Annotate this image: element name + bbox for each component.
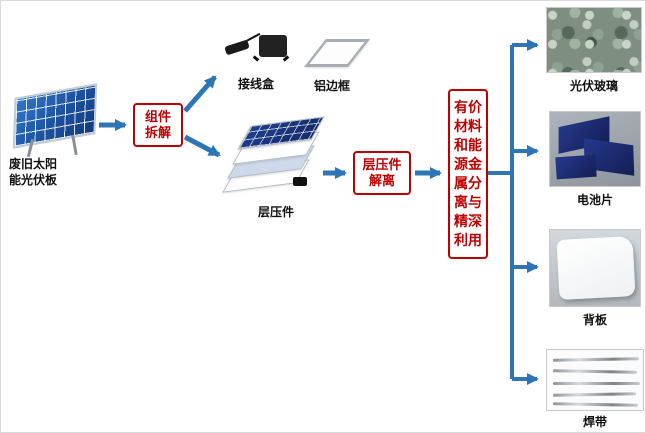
waste-panel-label: 废旧太阳 能光伏板 xyxy=(9,157,58,187)
cable-stub-icon xyxy=(252,55,260,62)
arrow-dismantle-to-junctionbox xyxy=(183,75,217,113)
connector-icon xyxy=(224,39,250,56)
laminate-image xyxy=(222,116,325,205)
separation-utilization-box: 有价材料和能源金属分离与精深利用 xyxy=(448,89,488,259)
cell-fragments-image xyxy=(549,111,641,187)
ribbon-strip xyxy=(552,369,638,374)
white-sheet xyxy=(556,236,636,300)
frame-outline-icon xyxy=(304,39,370,67)
solar-panel-face xyxy=(12,83,98,149)
module-dismantle-box: 组件 拆解 xyxy=(133,103,183,147)
ribbon-strip xyxy=(553,382,640,385)
panel-leg xyxy=(71,134,78,156)
waste-panel-image xyxy=(7,83,99,161)
junction-box-icon xyxy=(259,35,287,57)
ribbon-strip xyxy=(552,402,639,407)
ribbon-label: 焊带 xyxy=(582,415,607,429)
arrow-dismantle-to-laminate xyxy=(183,134,221,158)
laminate-label: 层压件 xyxy=(257,205,294,219)
aluminum-frame-image xyxy=(297,31,370,75)
laminate-junction-box-icon xyxy=(293,177,307,186)
ribbon-strip xyxy=(552,357,640,362)
cells-label: 电池片 xyxy=(576,193,613,207)
solder-ribbon-image xyxy=(546,349,644,411)
cell-shard xyxy=(555,154,597,180)
pv-glass-label: 光伏玻璃 xyxy=(569,79,618,93)
junction-box-label: 接线盒 xyxy=(237,77,274,91)
ribbon-strip xyxy=(552,392,637,397)
pv-glass-image xyxy=(546,7,642,73)
backsheet-image xyxy=(549,229,641,307)
backsheet-label: 背板 xyxy=(582,313,607,327)
aluminum-frame-label: 铝边框 xyxy=(313,79,350,93)
junction-box-image xyxy=(223,27,291,75)
laminate-dissociation-box: 层压件 解离 xyxy=(353,151,411,195)
